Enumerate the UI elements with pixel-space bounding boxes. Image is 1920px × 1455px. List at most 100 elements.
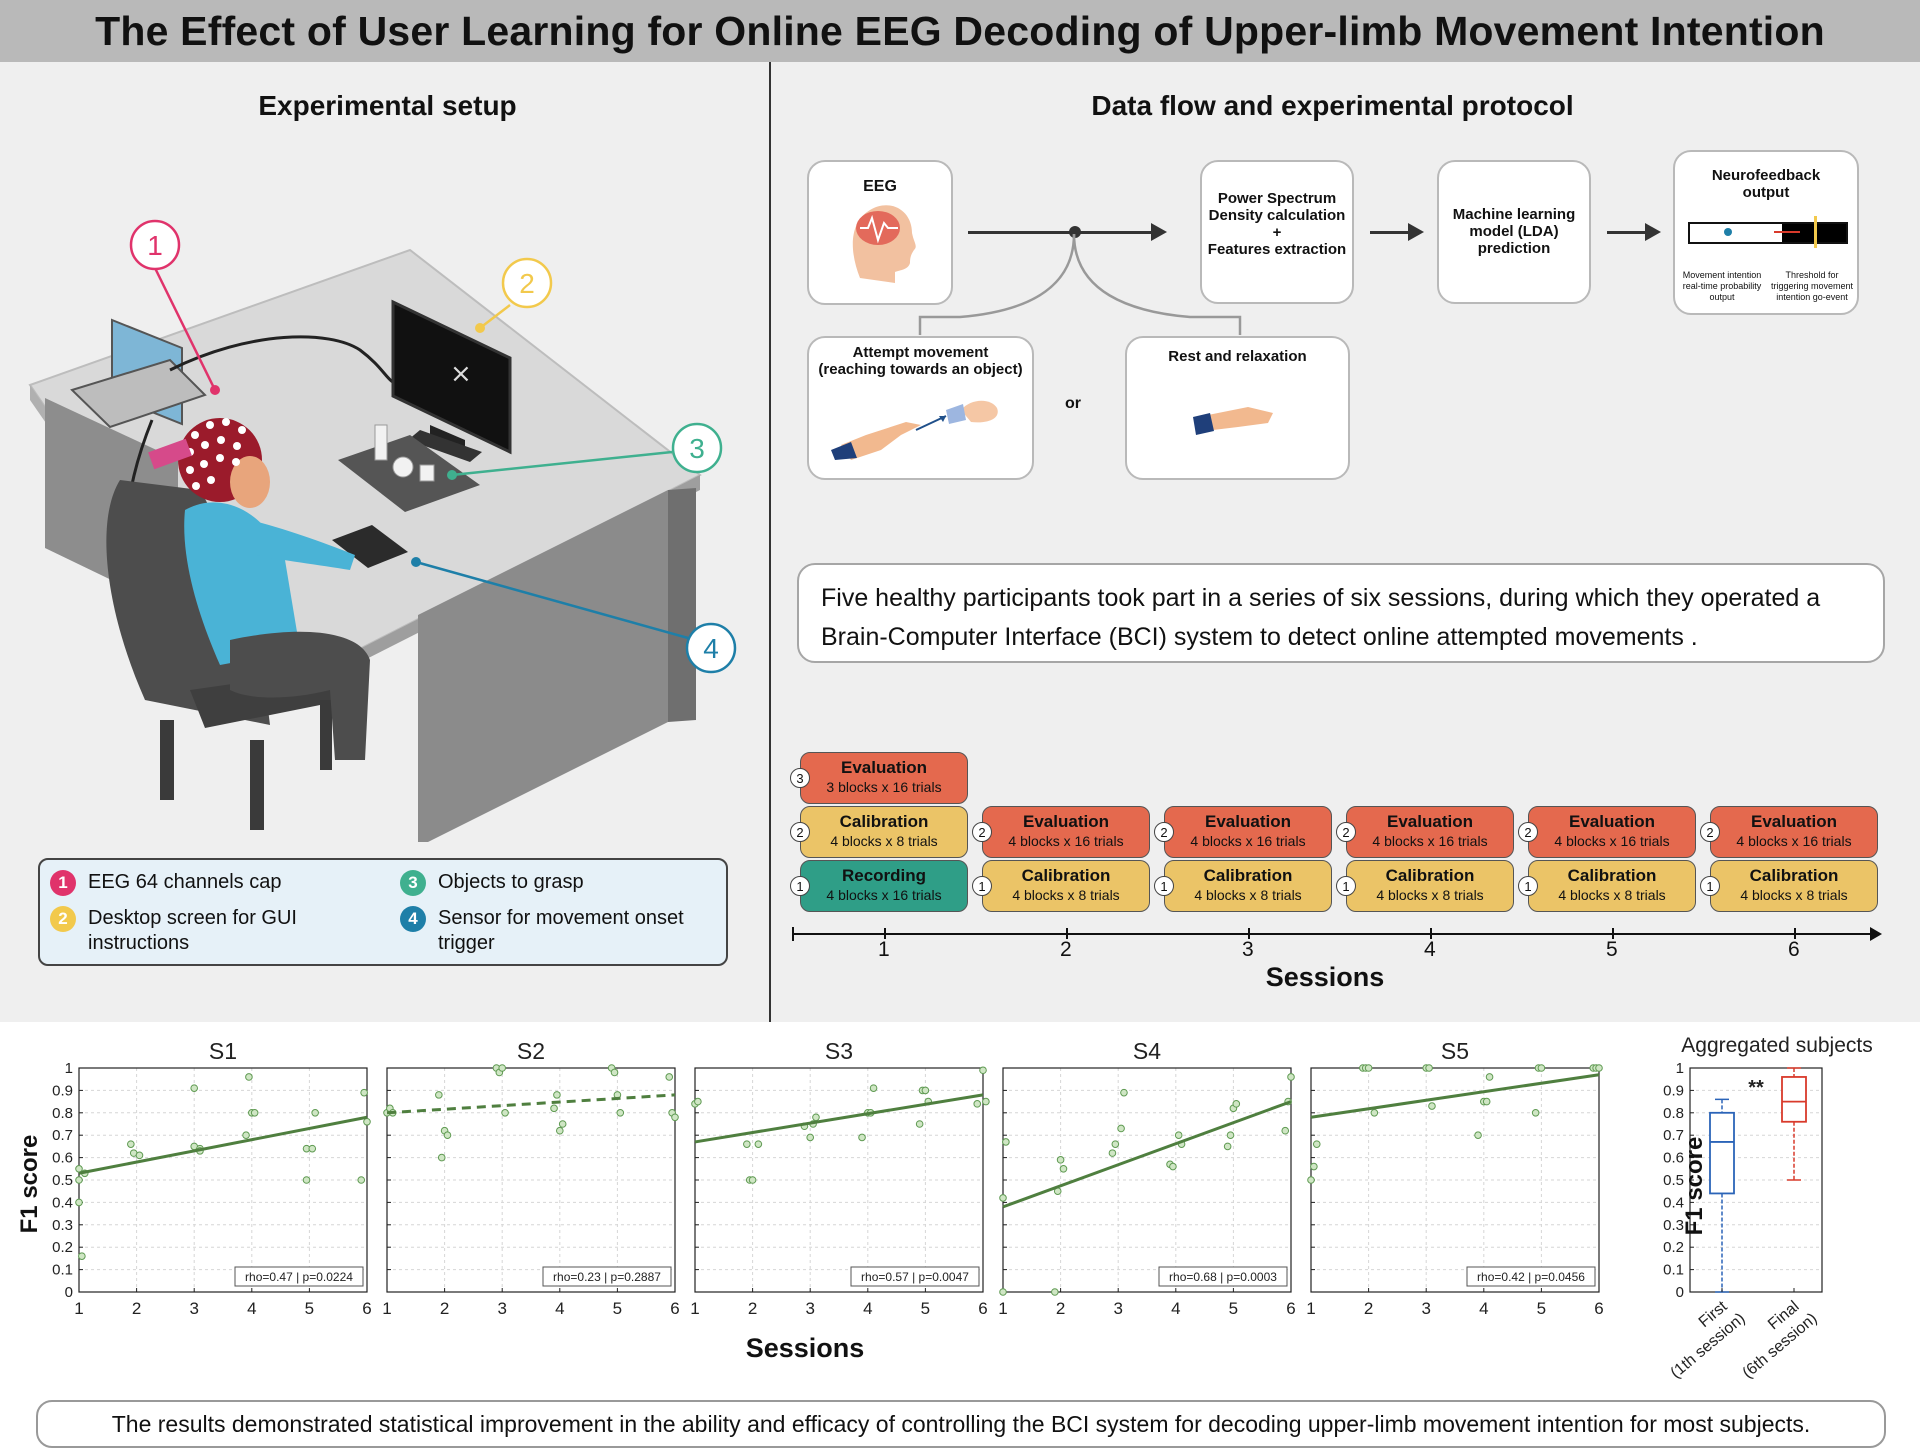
y-tick-label: 0.6: [52, 1150, 73, 1167]
x-tick-label: 3: [1113, 1299, 1122, 1318]
legend-num-3: 3: [400, 870, 426, 896]
session-tick-label: 5: [1606, 938, 1618, 961]
x-tick-label: 5: [1229, 1299, 1238, 1318]
legend-text-4: Sensor for movement onset trigger: [438, 907, 684, 954]
callout-2-circle: [501, 257, 553, 309]
chart-title-S5: S5: [1441, 1038, 1469, 1064]
x-tick-label: 4: [247, 1299, 256, 1318]
eeg-box: EEG: [807, 160, 953, 305]
y-tick-label: 0.9: [52, 1082, 73, 1099]
monitor-cross: ×: [450, 359, 472, 389]
x-tick-label: 3: [189, 1299, 198, 1318]
session-tick-label: 6: [1788, 938, 1800, 961]
x-tick-label: 5: [305, 1299, 314, 1318]
data-point: [1002, 1138, 1010, 1146]
x-tick-label: 5: [1537, 1299, 1546, 1318]
session-tick-label: 3: [1242, 938, 1254, 961]
ml-line-2: model (LDA): [1469, 223, 1559, 240]
session-1-evaluation-block-subtitle: 3 blocks x 16 trials: [826, 779, 942, 795]
y-tick-label: 0.5: [1663, 1172, 1684, 1189]
data-point: [999, 1194, 1007, 1202]
session-5-evaluation-block-title: Evaluation: [1569, 812, 1655, 831]
session-tick-mark: [884, 928, 886, 939]
session-2-evaluation-block-subtitle: 4 blocks x 16 trials: [1008, 833, 1124, 849]
session-5-evaluation-block-step-number: 2: [1518, 822, 1538, 842]
data-point: [1117, 1124, 1125, 1133]
data-point: [357, 1176, 366, 1184]
stats-annotation-box: [234, 1266, 364, 1287]
object-block: [419, 464, 435, 482]
data-point: [921, 1086, 930, 1095]
data-point: [435, 1091, 443, 1099]
nf-probability-marker: [1724, 228, 1732, 236]
session-5-calibration-block-step-number: 1: [1518, 876, 1538, 896]
participants-summary: Five healthy participants took part in a…: [797, 563, 1885, 663]
data-point: [553, 1091, 561, 1099]
session-1-calibration-block-subtitle: 4 blocks x 8 trials: [830, 833, 938, 849]
y-tick-label: 0.1: [1663, 1262, 1684, 1279]
nf-note-1: Movement intention real-time probability…: [1682, 270, 1762, 302]
eeg-label: EEG: [863, 178, 897, 195]
data-point: [812, 1113, 820, 1122]
session-4-evaluation-block-step-number: 2: [1336, 822, 1356, 842]
plot-frame: [1689, 1067, 1823, 1293]
y-tick-label: 0: [1676, 1284, 1684, 1301]
person-legs: [230, 631, 370, 760]
session-3-evaluation-block-step-number: 2: [1154, 822, 1174, 842]
ml-to-nf-arrow: [1607, 223, 1661, 241]
session-2-calibration-block-subtitle: 4 blocks x 8 trials: [1012, 887, 1120, 903]
f1-score-axis-label: F1 score: [16, 1134, 43, 1234]
data-point: [1232, 1100, 1241, 1108]
person-face: [230, 456, 270, 508]
sensor-pad: [332, 525, 408, 568]
y-tick-label: 0.6: [1663, 1150, 1684, 1167]
data-point: [1425, 1064, 1433, 1072]
setup-legend: 1 EEG 64 channels cap 2 Desktop screen f…: [38, 858, 728, 966]
regression-line: [78, 1115, 368, 1175]
chart-title-S4: S4: [1133, 1038, 1161, 1064]
psd-box: Power Spectrum Density calculation + Fea…: [1200, 160, 1354, 304]
session-3-evaluation-block-title: Evaluation: [1205, 812, 1291, 831]
monitor-foot: [408, 430, 482, 462]
legend-text-2: Desktop screen for GUI instructions: [88, 907, 297, 954]
x-tick-label: 2: [132, 1299, 141, 1318]
nf-line-1: Neurofeedback: [1711, 167, 1821, 184]
y-tick-label: 0.7: [1663, 1127, 1684, 1144]
data-point: [437, 1153, 446, 1162]
y-tick-label: 0.7: [52, 1127, 73, 1144]
data-point: [190, 1084, 198, 1092]
session-6-calibration-block-step-number: 1: [1700, 876, 1720, 896]
callout-1-circle: [129, 219, 181, 271]
data-point: [869, 1084, 878, 1092]
svg-text:3: 3: [689, 433, 705, 464]
session-3-calibration-block-step-number: 1: [1154, 876, 1174, 896]
y-tick-label: 0.3: [1663, 1217, 1684, 1234]
psd-line-3: +: [1272, 224, 1282, 241]
data-point: [1223, 1142, 1232, 1151]
data-point: [1312, 1140, 1321, 1148]
legend-num-1: 1: [50, 870, 76, 896]
stats-annotation: rho=0.42 | p=0.0456: [1477, 1270, 1585, 1284]
y-tick-label: 0.4: [1663, 1194, 1684, 1211]
session-3-calibration-block-title: Calibration: [1203, 866, 1293, 885]
session-tick-label: 2: [1060, 938, 1072, 961]
session-tick-mark: [1066, 928, 1068, 939]
session-6-evaluation-block-title: Evaluation: [1751, 812, 1837, 831]
data-point: [1169, 1162, 1177, 1171]
data-point: [915, 1120, 924, 1128]
y-tick-label: 0.2: [52, 1239, 73, 1256]
title-bar: The Effect of User Learning for Online E…: [0, 0, 1920, 62]
data-point: [75, 1176, 83, 1184]
regression-line: [694, 1093, 984, 1144]
nf-note-2: Threshold for triggering movement intent…: [1770, 270, 1854, 302]
x-tick-label: 1: [998, 1299, 1007, 1318]
data-point: [671, 1113, 679, 1122]
session-4-evaluation-block-title: Evaluation: [1387, 812, 1473, 831]
data-point: [1537, 1064, 1546, 1072]
data-point: [999, 1288, 1007, 1296]
session-tick-label: 4: [1424, 938, 1436, 961]
session-axis-line: [792, 933, 1874, 935]
